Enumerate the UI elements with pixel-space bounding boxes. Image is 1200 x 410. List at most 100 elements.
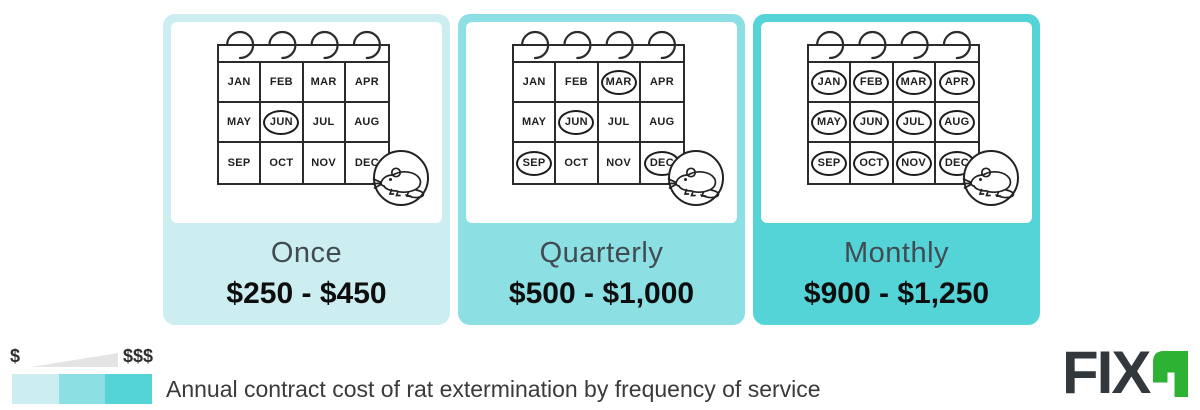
calendar-cell: FEB (851, 63, 894, 103)
card-caption-area: Once $250 - $450 (163, 223, 450, 325)
calendar-cell: MAR (893, 63, 936, 103)
rat-icon (666, 148, 726, 208)
month-label: APR (649, 75, 674, 88)
month-label-circled: MAY (811, 109, 848, 135)
calendar-grid: JAN FEB MAR APR MAY JUN JUL AUG SEP OCT NOV DEC (219, 63, 388, 183)
calendar-panel: JAN FEB MAR APR MAY JUN JUL AUG SEP OCT NOV DEC (171, 22, 442, 223)
price-card: JAN FEB MAR APR MAY JUN JUL AUG SEP OCT NOV DEC (163, 14, 450, 325)
calendar-rings-icon (816, 30, 971, 60)
price-range: $250 - $450 (226, 277, 387, 310)
calendar-cell: OCT (261, 143, 304, 183)
price-range: $900 - $1,250 (803, 277, 990, 310)
month-label-circled: SEP (811, 150, 848, 176)
calendar-cell: JUN (261, 103, 304, 143)
month-label-circled: JAN (811, 69, 848, 95)
calendar-cell: SEP (809, 143, 852, 183)
swatch-low (12, 374, 59, 404)
calendar-header (809, 46, 978, 63)
card-caption-area: Monthly $900 - $1,250 (753, 223, 1040, 325)
month-label-circled: NOV (895, 150, 932, 176)
calendar-cell: JAN (809, 63, 852, 103)
frequency-title: Quarterly (539, 237, 664, 269)
month-label-circled: JUL (895, 109, 932, 135)
calendar-cell: MAR (598, 63, 641, 103)
calendar-cell: MAR (303, 63, 346, 103)
legend-high-label: $$$ (123, 346, 154, 366)
calendar-cell: NOV (894, 143, 936, 183)
month-label: FEB (269, 75, 293, 88)
month-label: MAY (226, 115, 252, 128)
month-label: JAN (227, 75, 251, 88)
calendar-cell: FEB (261, 63, 304, 103)
calendar: JAN FEB MAR APR MAY JUN JUL AUG SEP OCT NOV DEC (217, 30, 390, 185)
calendar-cell: SEP (219, 143, 262, 183)
calendar-cell: JUL (598, 103, 641, 143)
calendar-cell: JUN (556, 103, 599, 143)
month-label-circled: JUN (558, 109, 595, 135)
calendar-cell: MAY (809, 103, 852, 143)
calendar-cell: NOV (304, 143, 346, 183)
month-label-circled: OCT (853, 150, 890, 176)
month-label: FEB (564, 75, 588, 88)
calendar-cell: FEB (556, 63, 599, 103)
month-label: AUG (649, 115, 675, 128)
fixr-logo: FIX (1062, 339, 1188, 406)
month-label: OCT (269, 156, 294, 169)
fixr-logo-text: FIX (1062, 339, 1151, 406)
calendar-cell: JUL (303, 103, 346, 143)
month-label-circled: FEB (853, 69, 890, 95)
calendar-rings-icon (226, 30, 381, 60)
calendar-cell: NOV (599, 143, 641, 183)
calendar-cell: AUG (935, 103, 978, 143)
month-label-circled: MAR (600, 69, 637, 95)
month-label: MAR (310, 75, 337, 88)
calendar-cell: APR (345, 63, 388, 103)
legend-low-label: $ (10, 346, 21, 366)
month-label-circled: MAR (895, 69, 932, 95)
rat-icon (961, 148, 1021, 208)
cost-wedge-icon (31, 353, 118, 367)
month-label: OCT (564, 156, 589, 169)
month-label: MAY (521, 115, 547, 128)
calendar-header (219, 46, 388, 63)
calendar-cell: SEP (514, 143, 557, 183)
month-label: SEP (227, 156, 251, 169)
month-label: JUL (312, 115, 335, 128)
swatch-mid (58, 374, 106, 404)
calendar-cell: APR (935, 63, 978, 103)
calendar-cell: OCT (556, 143, 599, 183)
month-label: NOV (311, 156, 336, 169)
calendar-cell: DEC (346, 143, 388, 183)
month-label: NOV (606, 156, 631, 169)
rat-icon (371, 148, 431, 208)
month-label-circled: AUG (938, 109, 975, 135)
calendar-cell: AUG (640, 103, 683, 143)
month-label: AUG (354, 115, 380, 128)
month-label-circled: SEP (516, 150, 553, 176)
card-caption-area: Quarterly $500 - $1,000 (458, 223, 745, 325)
calendar-cell: MAY (514, 103, 557, 143)
month-label: APR (354, 75, 379, 88)
fixr-logo-r-icon (1153, 351, 1188, 397)
calendar-cell: MAY (219, 103, 262, 143)
frequency-title: Once (270, 237, 343, 269)
calendar-cell: JAN (219, 63, 262, 103)
month-label-circled: JUN (853, 109, 890, 135)
chart-caption: Annual contract cost of rat exterminatio… (166, 376, 821, 402)
month-label-circled: APR (938, 69, 975, 95)
month-label: JAN (522, 75, 546, 88)
calendar-cell: JUN (851, 103, 894, 143)
month-label-circled: JUN (263, 109, 300, 135)
calendar-rings-icon (521, 30, 676, 60)
price-range: $500 - $1,000 (508, 277, 695, 310)
calendar-cell: AUG (345, 103, 388, 143)
calendar-cell: APR (640, 63, 683, 103)
